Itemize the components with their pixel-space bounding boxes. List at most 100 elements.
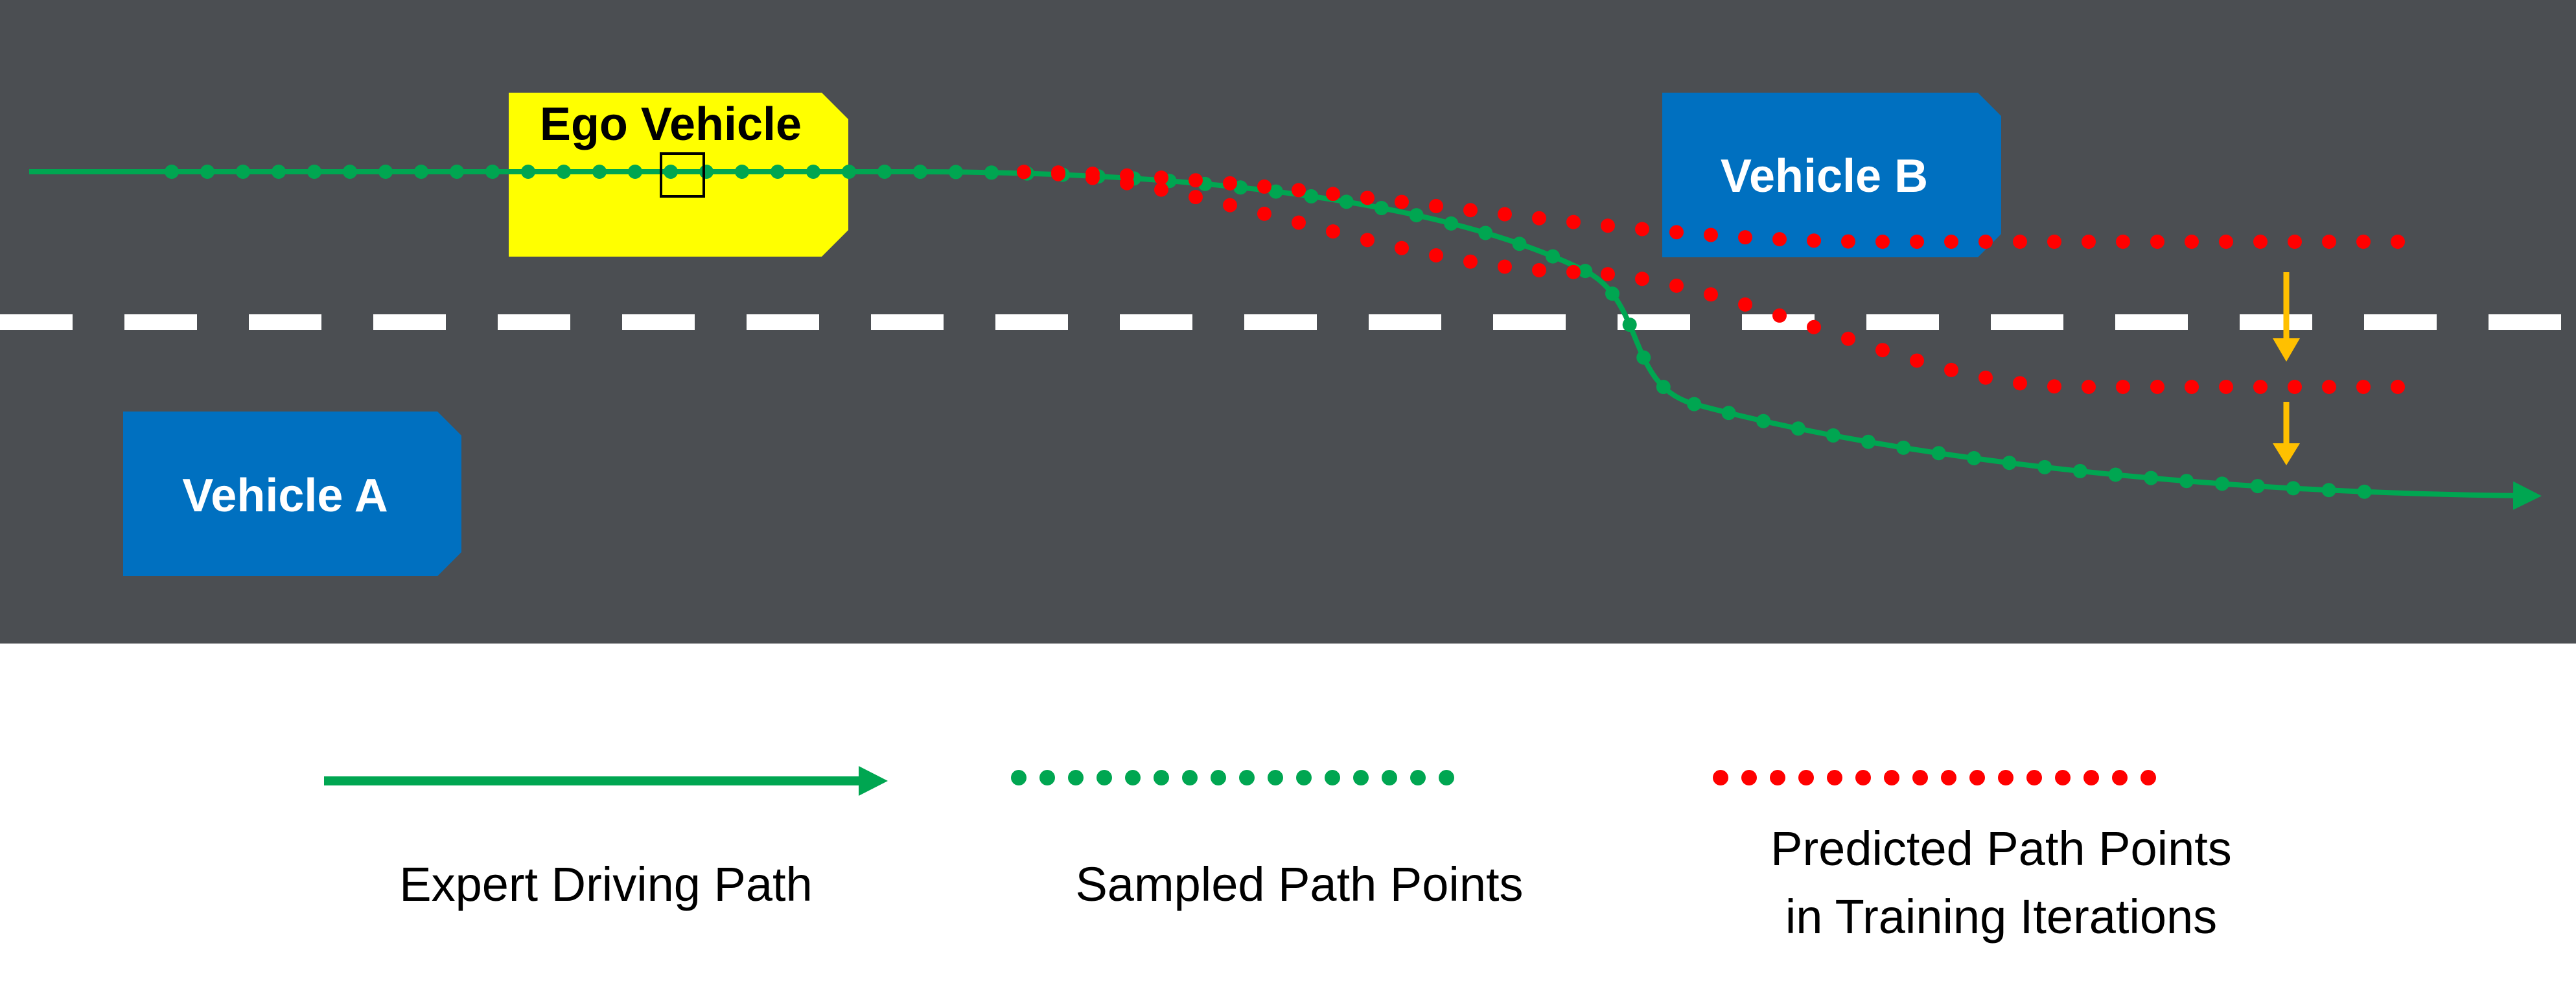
ego-vehicle-body [509,93,848,257]
legend-green-dot [1011,770,1027,785]
predicted-path-point [1292,215,1306,230]
predicted-path-point [1532,211,1546,226]
legend-red-dot [1855,770,1871,785]
predicted-path-point [1566,215,1581,229]
predicted-path-point [1395,240,1409,255]
predicted-path-point [2288,235,2302,249]
legend-green-dot [1239,770,1255,785]
legend-green-dot [1439,770,1454,785]
predicted-path-point [1154,182,1168,197]
predicted-path-point [1223,198,1237,213]
legend-green-dot [1296,770,1312,785]
sampled-path-point [1896,440,1911,455]
predicted-path-point [2356,380,2371,394]
predicted-path-point [2391,380,2405,394]
sampled-path-point [1656,380,1671,395]
predicted-path-points [1017,165,2405,394]
predicted-path-point [1669,225,1684,240]
legend-green-dot [1211,770,1226,785]
legend-red-dot [1741,770,1757,785]
predicted-path-point [2082,235,2096,249]
predicted-path-point [2150,235,2164,249]
predicted-path-point [1738,297,1752,312]
predicted-path-point [2047,379,2061,394]
legend: Expert Driving Path Sampled Path Points … [324,766,2232,944]
predicted-path-point [1635,222,1649,237]
predicted-path-point [1257,206,1271,221]
sampled-path-point [2179,474,2194,489]
sampled-path-point [378,165,393,179]
predicted-path-point [1601,218,1615,233]
predicted-path-point [2116,380,2130,394]
sampled-path-point [1687,397,1702,412]
predicted-path-point [2013,376,2027,391]
sampled-path-point [165,165,179,179]
predicted-path-point [1704,287,1718,302]
legend-green-dot [1125,770,1141,785]
predicted-path-point [1601,267,1615,282]
sampled-path-point [1636,350,1651,365]
legend-red-dot [2026,770,2042,785]
legend-predicted-points-label-line1: Predicted Path Points [1770,822,2232,876]
predicted-path-point [1360,233,1375,248]
sampled-path-point [592,165,607,179]
sampled-path-point [414,165,428,179]
predicted-path-point [1498,207,1512,222]
predicted-path-point [2253,235,2268,249]
sampled-path-point [1578,264,1593,279]
legend-red-dot [1912,770,1928,785]
sampled-path-point [2321,483,2336,498]
sampled-path-point [2002,456,2017,470]
legend-green-dot [1325,770,1340,785]
predicted-path-point [1360,191,1375,205]
predicted-path-point [1189,190,1203,205]
legend-red-dot [1827,770,1842,785]
predicted-path-point [1223,176,1237,191]
sampled-path-point [771,165,785,179]
sampled-path-point [2072,463,2087,478]
predicted-path-point [1532,262,1546,277]
sampled-path-point [806,165,820,179]
sampled-path-point [343,165,357,179]
sampled-path-point [1268,184,1283,199]
sampled-path-point [1966,451,1981,466]
predicted-path-point [2047,235,2061,249]
sampled-path-point [1339,194,1354,209]
sampled-path-point [1721,406,1736,421]
ego-vehicle: Ego Vehicle [509,93,848,257]
predicted-path-point [1944,235,1958,249]
sampled-path-point [1444,216,1459,231]
predicted-path-point [1875,235,1890,249]
vehicle-b-label: Vehicle B [1721,150,1928,202]
legend-expert-path-label: Expert Driving Path [399,857,813,911]
sampled-path-point [628,165,642,179]
sampled-path-point [1605,286,1620,301]
sampled-path-point [984,165,999,180]
predicted-path-point [2219,235,2233,249]
sampled-path-point [2037,459,2052,474]
sampled-path-point [485,165,500,179]
predicted-path-point [1978,370,1993,385]
sampled-path-point [2286,481,2301,496]
legend-red-dot [2083,770,2099,785]
predicted-path-point [1463,203,1478,218]
sampled-path-point [1826,428,1840,443]
predicted-path-point [2013,235,2027,249]
legend-green-dot [1182,770,1198,785]
predicted-path-point [2288,380,2302,394]
predicted-path-point [1051,167,1065,181]
predicted-path-point [1498,259,1512,274]
legend-red-dot [1969,770,1985,785]
sampled-path-point [1478,226,1493,240]
vehicle-b: Vehicle B [1662,93,2001,257]
down-arrow-icon [2273,272,2300,362]
predicted-path-point [2082,380,2096,394]
sampled-path-point [236,165,250,179]
sampled-path-point [521,165,535,179]
predicted-path-point [2116,235,2130,249]
predicted-path-point [1257,179,1271,194]
legend-red-dot [1798,770,1814,785]
sampled-path-point [948,165,963,180]
predicted-path-point [1669,278,1684,293]
